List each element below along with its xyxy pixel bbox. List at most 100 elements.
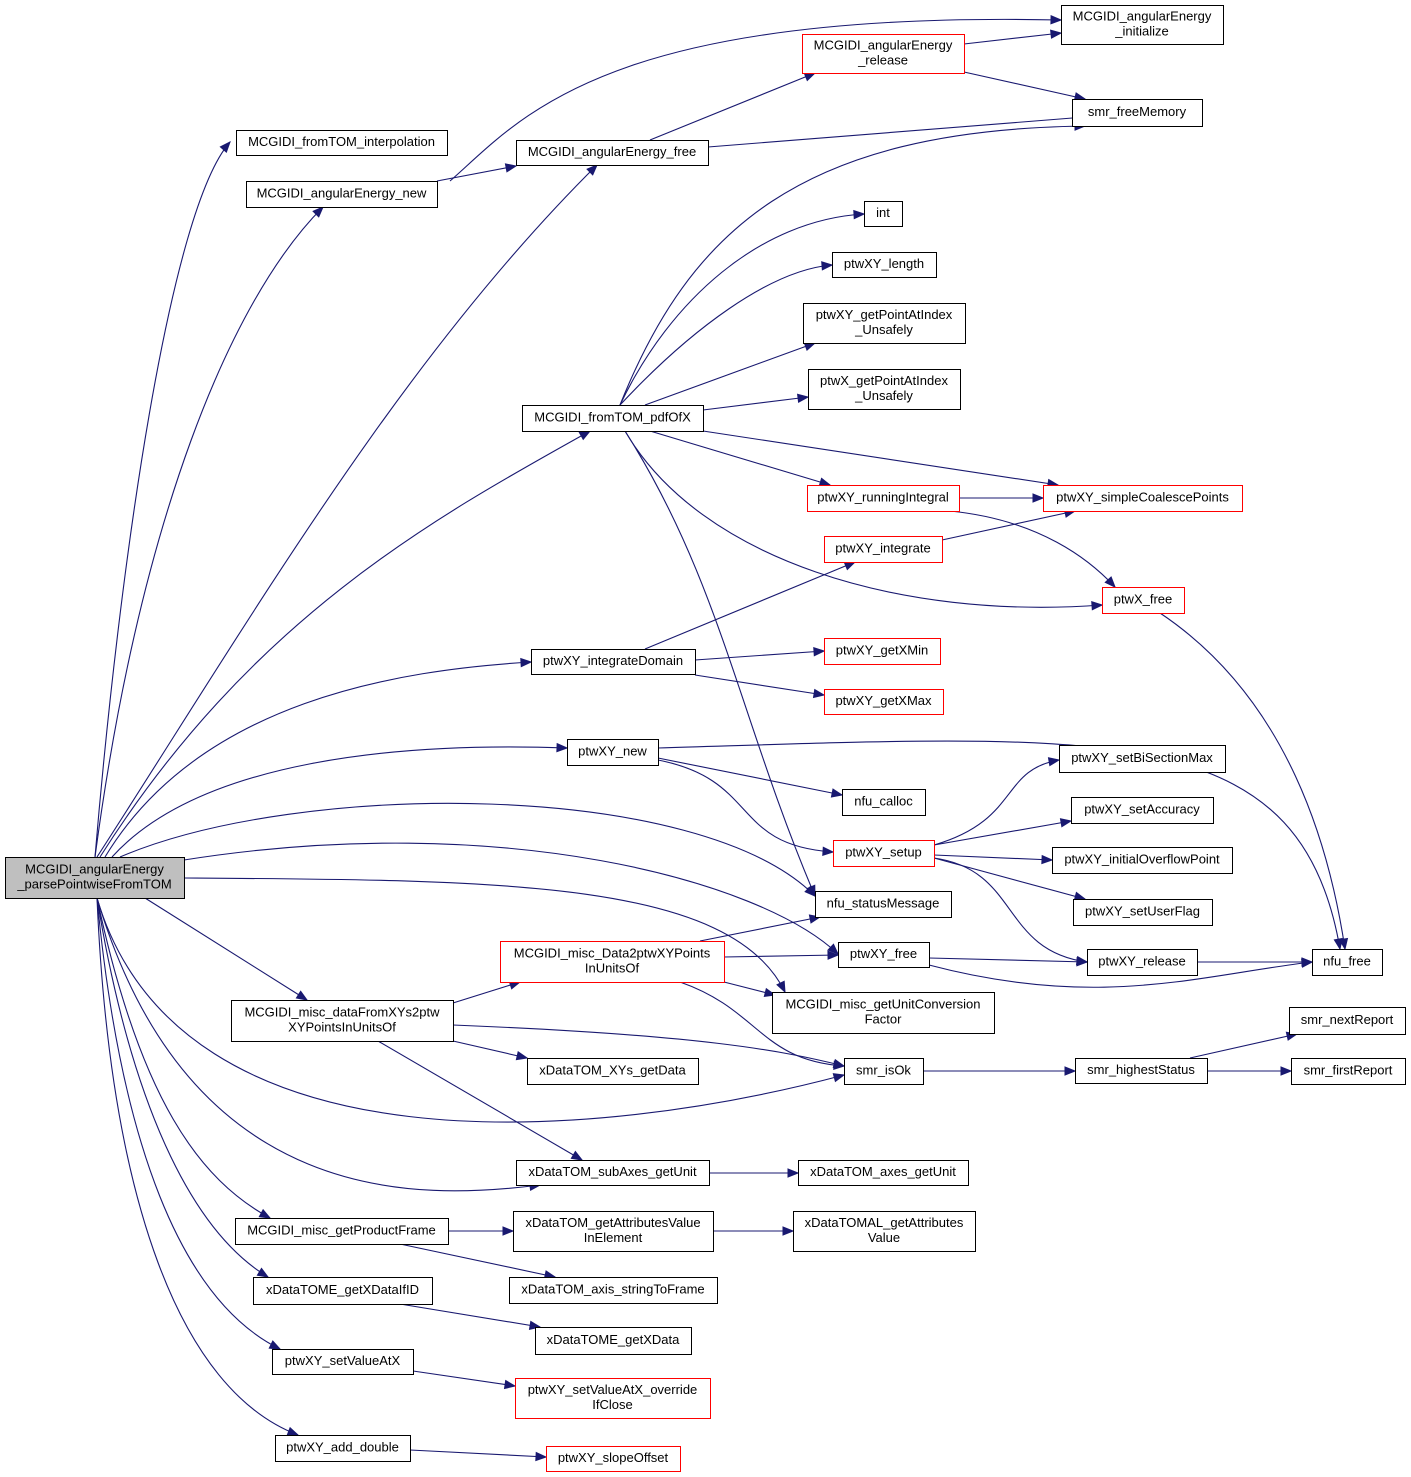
node-box[interactable] <box>516 1160 710 1186</box>
node-box[interactable] <box>832 252 937 278</box>
function-node-nextReport[interactable]: smr_nextReport <box>1289 1007 1406 1035</box>
node-box[interactable] <box>1289 1007 1406 1035</box>
function-node-ptwXY_length[interactable]: ptwXY_length <box>832 252 937 278</box>
function-node-ptwXY_free[interactable]: ptwXY_free <box>838 942 930 968</box>
function-node-setAcc[interactable]: ptwXY_setAccuracy <box>1071 797 1214 824</box>
function-node-pdfOfX[interactable]: MCGIDI_fromTOM_pdfOfX <box>522 405 704 432</box>
function-node-setBiSec[interactable]: ptwXY_setBiSectionMax <box>1059 745 1226 773</box>
function-node-highest[interactable]: smr_highestStatus <box>1075 1058 1208 1084</box>
node-box[interactable] <box>833 840 935 867</box>
node-box[interactable] <box>793 1211 976 1252</box>
function-node-attrVal[interactable]: xDataTOMAL_getAttributesValue <box>793 1211 976 1252</box>
function-node-intDomain[interactable]: ptwXY_integrateDomain <box>531 649 696 675</box>
function-node-nfu_calloc[interactable]: nfu_calloc <box>842 789 926 816</box>
function-node-statusMsg[interactable]: nfu_statusMessage <box>815 891 952 918</box>
node-box[interactable] <box>253 1277 433 1305</box>
node-box[interactable] <box>1052 847 1233 874</box>
function-node-strToFrame[interactable]: xDataTOM_axis_stringToFrame <box>509 1277 718 1304</box>
node-box[interactable] <box>515 1378 711 1419</box>
node-box[interactable] <box>516 140 709 166</box>
function-node-getXMin[interactable]: ptwXY_getXMin <box>824 638 941 665</box>
function-node-setValAtX[interactable]: ptwXY_setValueAtX <box>272 1349 414 1375</box>
node-box[interactable] <box>802 34 965 74</box>
function-node-ptwX_free[interactable]: ptwX_free <box>1102 587 1185 614</box>
node-box[interactable] <box>546 1446 681 1472</box>
node-box[interactable] <box>5 857 185 899</box>
function-node-getXData[interactable]: xDataTOME_getXData <box>535 1327 692 1355</box>
function-node-runInt[interactable]: ptwXY_runningIntegral <box>807 485 960 512</box>
function-node-setup[interactable]: ptwXY_setup <box>833 840 935 867</box>
node-box[interactable] <box>535 1327 692 1355</box>
function-node-init[interactable]: MCGIDI_angularEnergy_initialize <box>1061 5 1224 45</box>
function-node-dataFromXYs[interactable]: MCGIDI_misc_dataFromXYs2ptwXYPointsInUni… <box>231 1000 454 1042</box>
node-box[interactable] <box>844 1058 924 1085</box>
function-node-firstReport[interactable]: smr_firstReport <box>1291 1058 1406 1085</box>
node-box[interactable] <box>1043 485 1243 512</box>
node-box[interactable] <box>803 303 966 344</box>
node-box[interactable] <box>824 536 943 563</box>
function-node-coalesce[interactable]: ptwXY_simpleCoalescePoints <box>1043 485 1243 512</box>
node-box[interactable] <box>1075 1058 1208 1084</box>
node-box[interactable] <box>824 638 941 665</box>
function-node-getXMax[interactable]: ptwXY_getXMax <box>824 689 944 715</box>
node-box[interactable] <box>1071 797 1214 824</box>
function-node-setUserFlag[interactable]: ptwXY_setUserFlag <box>1073 899 1213 926</box>
function-node-root[interactable]: MCGIDI_angularEnergy_parsePointwiseFromT… <box>5 857 185 899</box>
function-node-integrate[interactable]: ptwXY_integrate <box>824 536 943 563</box>
function-node-subAxes[interactable]: xDataTOM_subAxes_getUnit <box>516 1160 710 1186</box>
node-box[interactable] <box>824 689 944 715</box>
node-box[interactable] <box>1291 1058 1406 1085</box>
node-box[interactable] <box>1102 587 1185 614</box>
function-node-xDataIfID[interactable]: xDataTOME_getXDataIfID <box>253 1277 433 1305</box>
node-box[interactable] <box>864 201 903 227</box>
node-box[interactable] <box>531 649 696 675</box>
node-box[interactable] <box>1087 949 1198 976</box>
function-node-release_ae[interactable]: MCGIDI_angularEnergy_release <box>802 34 965 74</box>
function-node-slopeOffset[interactable]: ptwXY_slopeOffset <box>546 1446 681 1472</box>
node-box[interactable] <box>815 891 952 918</box>
function-node-addDouble[interactable]: ptwXY_add_double <box>275 1435 411 1462</box>
function-node-nfu_free[interactable]: nfu_free <box>1312 949 1383 976</box>
function-node-ptwXY_gpai[interactable]: ptwXY_getPointAtIndex_Unsafely <box>803 303 966 344</box>
function-node-ptwX_gpai[interactable]: ptwX_getPointAtIndex_Unsafely <box>808 369 961 410</box>
function-node-ptwXY_release[interactable]: ptwXY_release <box>1087 949 1198 976</box>
function-node-initOverflow[interactable]: ptwXY_initialOverflowPoint <box>1052 847 1233 874</box>
node-box[interactable] <box>567 739 659 766</box>
function-node-xyGetData[interactable]: xDataTOM_XYs_getData <box>527 1058 699 1085</box>
node-box[interactable] <box>509 1277 718 1304</box>
node-box[interactable] <box>522 405 704 432</box>
function-node-prodFrame[interactable]: MCGIDI_misc_getProductFrame <box>235 1218 449 1245</box>
node-box[interactable] <box>838 942 930 968</box>
node-box[interactable] <box>808 369 961 410</box>
node-box[interactable] <box>527 1058 699 1085</box>
function-node-axesGetUnit[interactable]: xDataTOM_axes_getUnit <box>798 1160 969 1186</box>
node-box[interactable] <box>500 941 725 983</box>
function-node-ae_new[interactable]: MCGIDI_angularEnergy_new <box>246 181 438 208</box>
function-node-ptwXY_new[interactable]: ptwXY_new <box>567 739 659 766</box>
node-box[interactable] <box>842 789 926 816</box>
node-box[interactable] <box>1312 949 1383 976</box>
node-box[interactable] <box>275 1435 411 1462</box>
node-box[interactable] <box>772 992 995 1034</box>
node-box[interactable] <box>1073 899 1213 926</box>
function-node-int[interactable]: int <box>864 201 903 227</box>
node-box[interactable] <box>513 1211 714 1252</box>
node-box[interactable] <box>1061 5 1224 45</box>
function-node-interp[interactable]: MCGIDI_fromTOM_interpolation <box>236 130 448 156</box>
node-box[interactable] <box>246 181 438 208</box>
function-node-smr_freeMemory[interactable]: smr_freeMemory <box>1072 99 1203 127</box>
node-box[interactable] <box>798 1160 969 1186</box>
function-node-ae_free[interactable]: MCGIDI_angularEnergy_free <box>516 140 709 166</box>
node-box[interactable] <box>235 1218 449 1245</box>
node-box[interactable] <box>236 130 448 156</box>
function-node-smr_isOk[interactable]: smr_isOk <box>844 1058 924 1085</box>
node-box[interactable] <box>1072 99 1203 127</box>
node-box[interactable] <box>272 1349 414 1375</box>
node-box[interactable] <box>807 485 960 512</box>
node-box[interactable] <box>1059 745 1226 773</box>
node-box[interactable] <box>231 1000 454 1042</box>
